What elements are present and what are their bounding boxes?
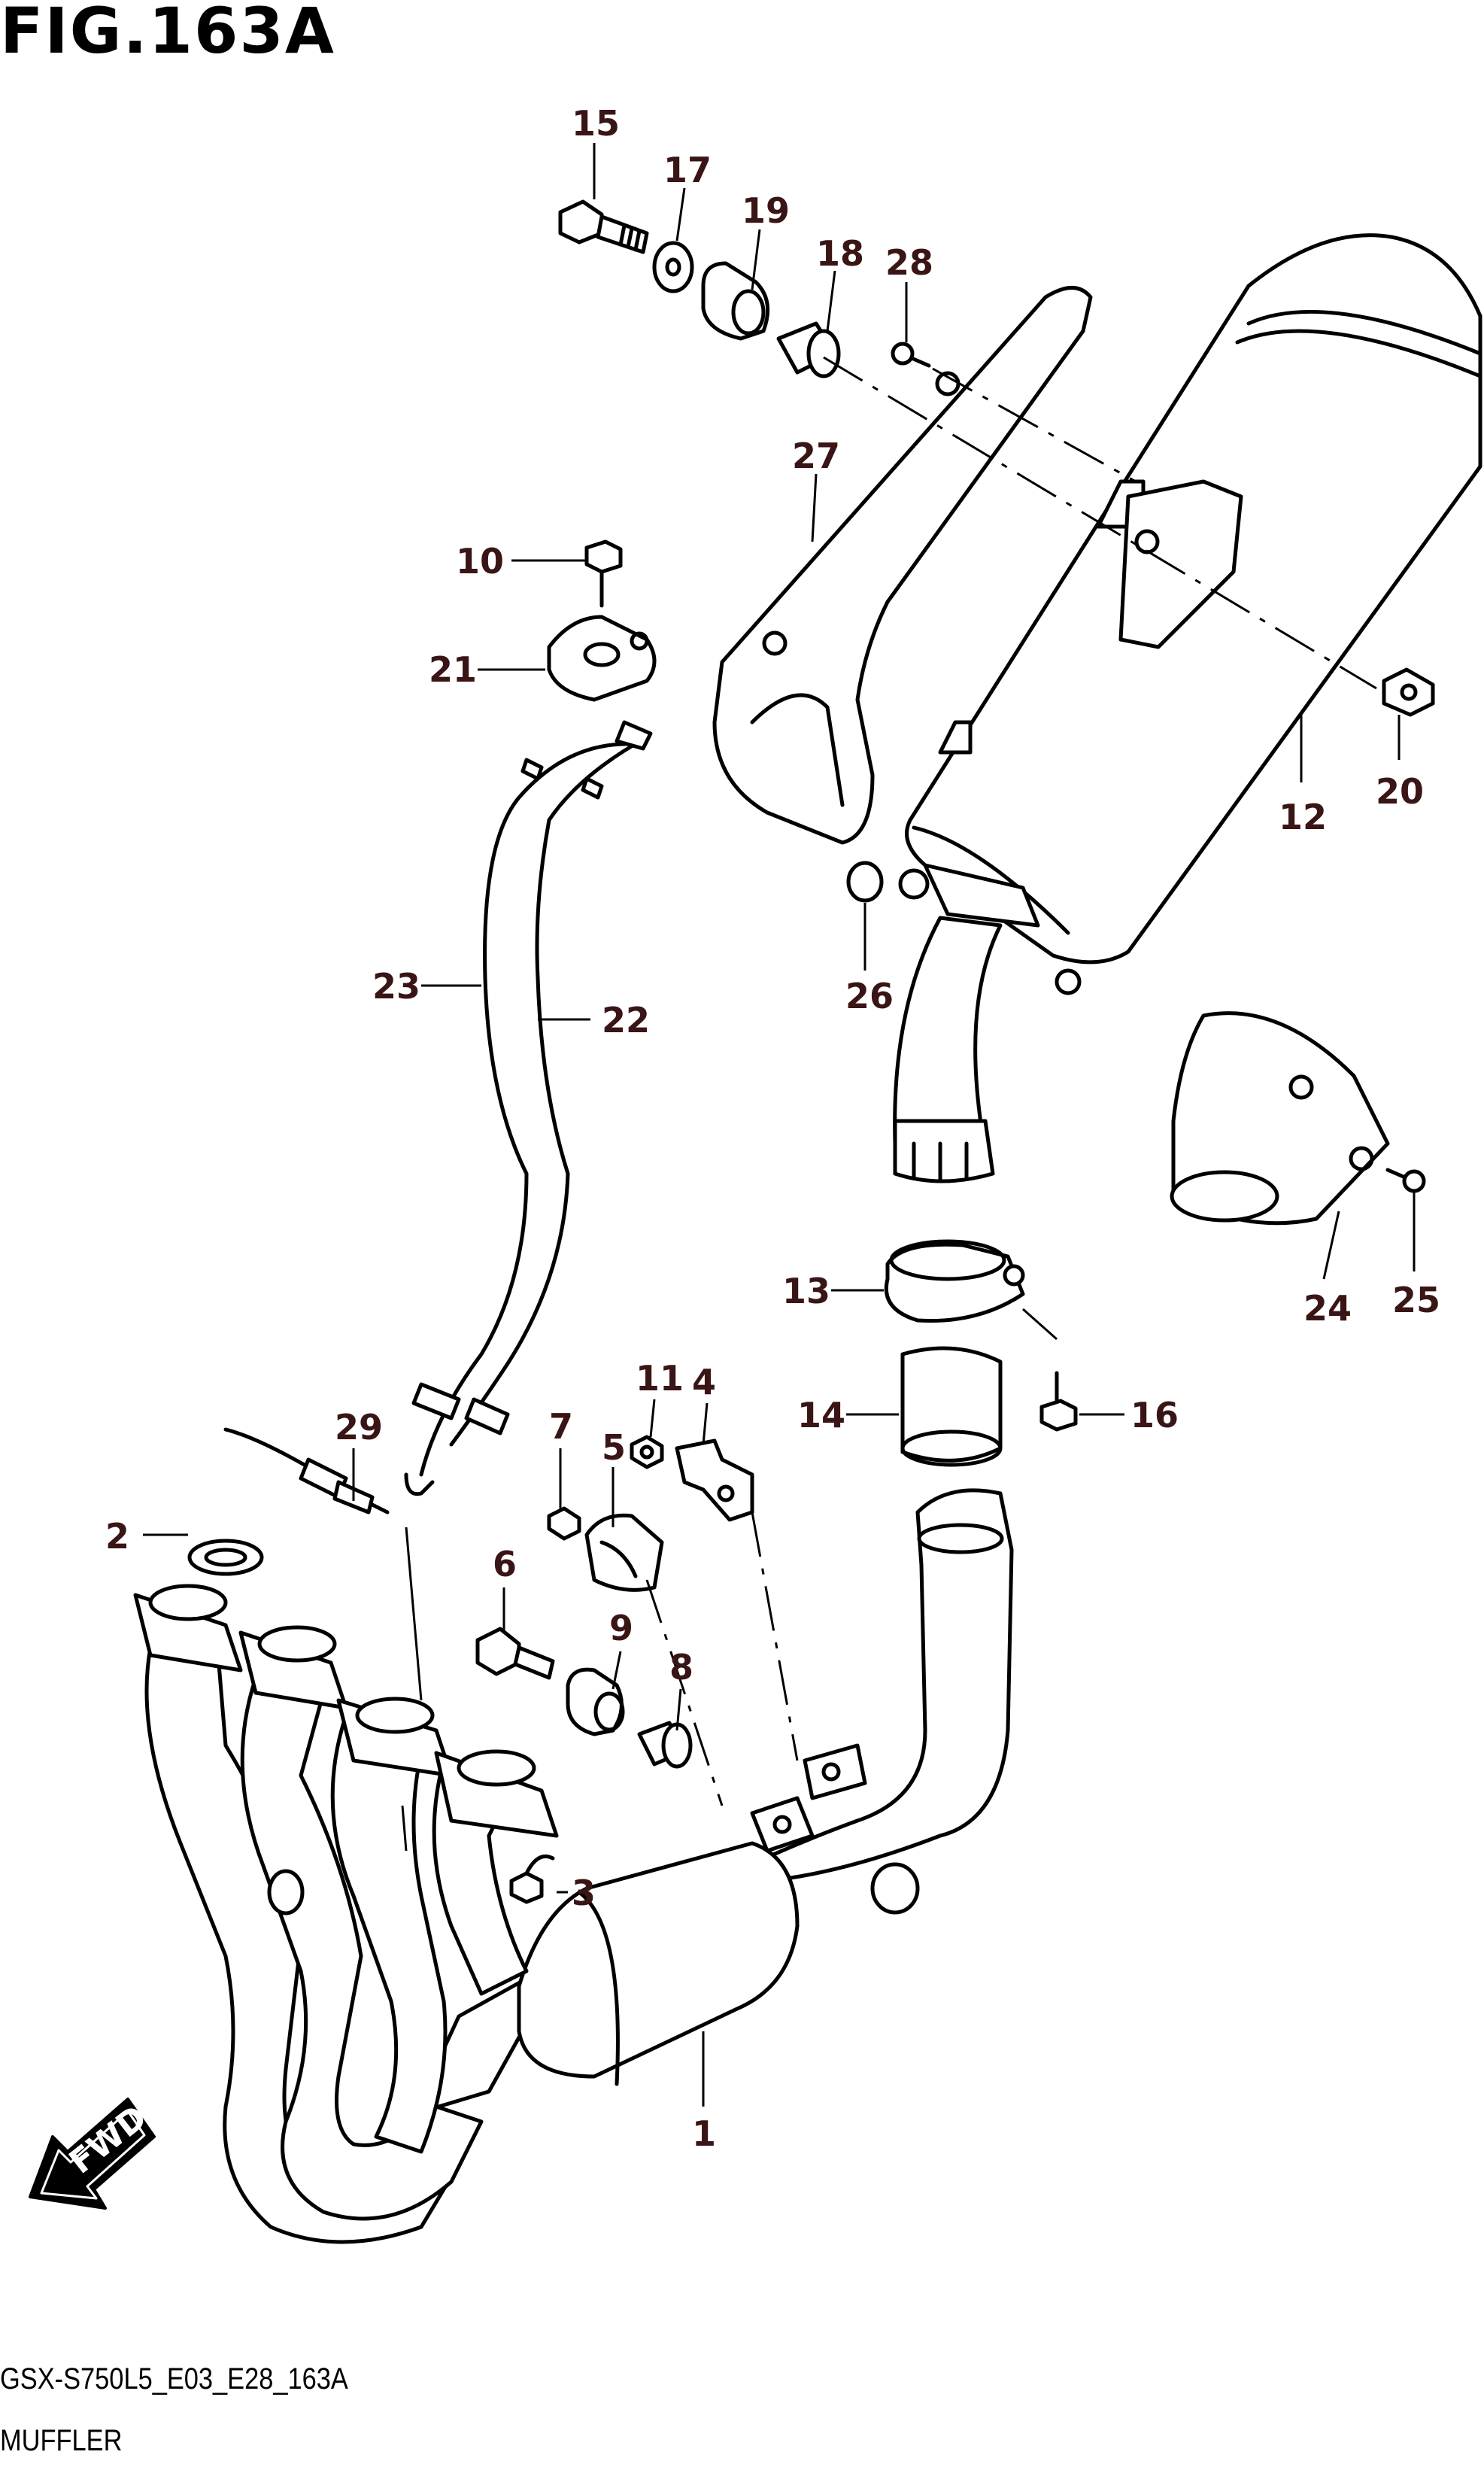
gasket-26 [846,861,884,903]
nut-11 [630,1435,664,1469]
clamp-13 [884,1239,1025,1323]
figure-title: FIG.163A [0,0,335,68]
diagram-code: GSX-S750L5_E03_E28_163A [0,2362,348,2395]
bolt-6 [475,1627,555,1680]
valve-cables [404,720,653,1496]
callout-14: 14 [797,1395,845,1435]
callout-17: 17 [663,150,712,190]
collar-18 [776,321,841,378]
screw-25 [1385,1168,1426,1193]
callout-21: 21 [429,649,477,690]
callout-8: 8 [669,1647,693,1688]
callout-26: 26 [845,976,894,1016]
callout-15: 15 [572,103,620,144]
callout-1: 1 [692,2113,716,2154]
callout-27: 27 [792,436,840,476]
end-cap [1170,1011,1390,1226]
callout-18: 18 [816,233,864,274]
gasket-2 [187,1539,264,1576]
callout-13: 13 [782,1271,830,1311]
heat-shield [712,286,1093,845]
bracket-5 [584,1513,664,1592]
callout-20: 20 [1376,771,1424,812]
callout-24: 24 [1303,1288,1352,1329]
callout-12: 12 [1279,797,1327,837]
washer-17 [652,241,694,293]
callout-23: 23 [372,966,420,1007]
pipe-bracket [750,1743,867,1853]
gasket-14 [900,1346,1003,1467]
callout-9: 9 [609,1608,633,1648]
callout-11: 11 [636,1358,684,1399]
callout-16: 16 [1130,1395,1179,1435]
callout-7: 7 [549,1406,573,1447]
bracket-4 [675,1438,754,1522]
callout-22: 22 [602,1000,650,1041]
callout-25: 25 [1392,1280,1440,1320]
callout-29: 29 [335,1407,383,1448]
grommet-9 [566,1667,625,1736]
cable-holder-21 [547,615,657,702]
muffler-inlet-pipe [893,863,1082,1183]
bolt-10 [584,539,623,608]
callout-4: 4 [692,1362,716,1402]
callout-2: 2 [105,1516,129,1557]
grommet-19 [701,261,770,341]
callout-19: 19 [742,190,790,231]
bolt-15 [558,199,649,254]
callout-6: 6 [493,1544,517,1584]
screw-28 [891,342,931,368]
fwd-arrow-icon: FWD [29,2098,156,2210]
callouts: 15 17 19 18 28 27 10 21 12 20 23 22 26 2… [105,103,1440,2154]
exhaust-pipe-assy [133,1488,1014,2244]
leader-lines [143,143,1416,2107]
assembly-reference-lines [401,356,1377,1852]
nut-7 [547,1506,581,1541]
bolt-16 [1039,1371,1078,1432]
collar-8 [637,1721,693,1769]
callout-5: 5 [602,1427,626,1468]
callout-10: 10 [456,541,504,582]
diagram-name: MUFFLER [0,2424,123,2457]
callout-3: 3 [572,1873,596,1913]
nut-20 [1382,667,1435,717]
bolt-3 [509,1855,555,1904]
callout-28: 28 [885,242,933,283]
